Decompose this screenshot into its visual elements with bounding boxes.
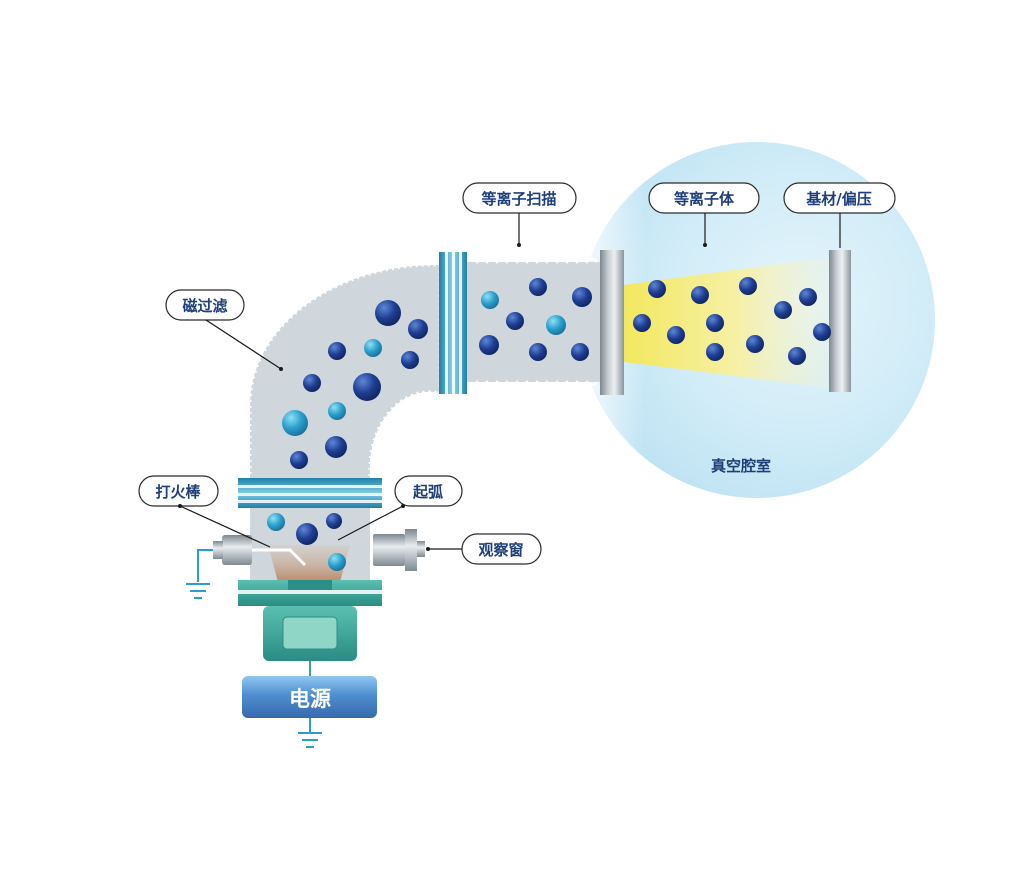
arc-start-label: 起弧 (412, 483, 443, 501)
power-supply-label: 电源 (289, 687, 331, 711)
vacuum-chamber-label: 真空腔室 (711, 457, 771, 475)
particle (571, 343, 589, 361)
particle (546, 315, 566, 335)
particle (282, 410, 308, 436)
particle (706, 343, 724, 361)
viewport-label: 观察窗 (478, 541, 523, 559)
particle (667, 326, 685, 344)
particle (328, 342, 346, 360)
particle (648, 280, 666, 298)
igniter-label: 打火棒 (155, 483, 201, 501)
particle (739, 277, 757, 295)
particle (326, 513, 342, 529)
ground-symbol-icon (186, 583, 210, 599)
particle (328, 402, 346, 420)
arc-source-assembly (238, 478, 382, 676)
particle (506, 312, 524, 330)
particle (481, 291, 499, 309)
particle (788, 347, 806, 365)
particle (799, 288, 817, 306)
particle (296, 523, 318, 545)
plasma-scan-label: 等离子扫描 (481, 190, 556, 208)
substrate-plate (829, 250, 851, 392)
particle (328, 553, 346, 571)
plasma-particles (267, 277, 831, 571)
callout-plasma: 等离子体 (648, 182, 760, 247)
callout-arc-start: 起弧 (337, 475, 463, 541)
particle (529, 278, 547, 296)
magnetic-filter-label: 磁过滤 (182, 297, 227, 315)
particle (633, 314, 651, 332)
callout-substrate-bias: 基材/偏压 (783, 182, 896, 248)
particle (353, 373, 381, 401)
magnetic-filter-duct (248, 250, 624, 482)
substrate-bias-label: 基材/偏压 (805, 190, 871, 208)
power-supply: 电源 (242, 676, 377, 748)
particle (408, 319, 428, 339)
ground-symbol-icon (298, 732, 322, 748)
callout-viewport: 观察窗 (426, 533, 542, 565)
particle (267, 513, 285, 531)
particle (572, 287, 592, 307)
particle (375, 300, 401, 326)
particle (691, 286, 709, 304)
particle (479, 335, 499, 355)
particle (401, 351, 419, 369)
callout-magnetic-filter: 磁过滤 (165, 289, 283, 371)
viewport-assembly (373, 529, 425, 571)
particle (303, 374, 321, 392)
callout-plasma-scan: 等离子扫描 (462, 182, 577, 247)
particle (364, 339, 382, 357)
particle (290, 451, 308, 469)
particle (774, 301, 792, 319)
plasma-beam (624, 257, 830, 388)
callout-igniter: 打火棒 (138, 475, 271, 548)
particle (813, 323, 831, 341)
particle (706, 314, 724, 332)
particle (325, 436, 347, 458)
igniter-assembly (186, 535, 307, 599)
plasma-label: 等离子体 (674, 190, 735, 208)
particle (746, 335, 764, 353)
particle (529, 343, 547, 361)
